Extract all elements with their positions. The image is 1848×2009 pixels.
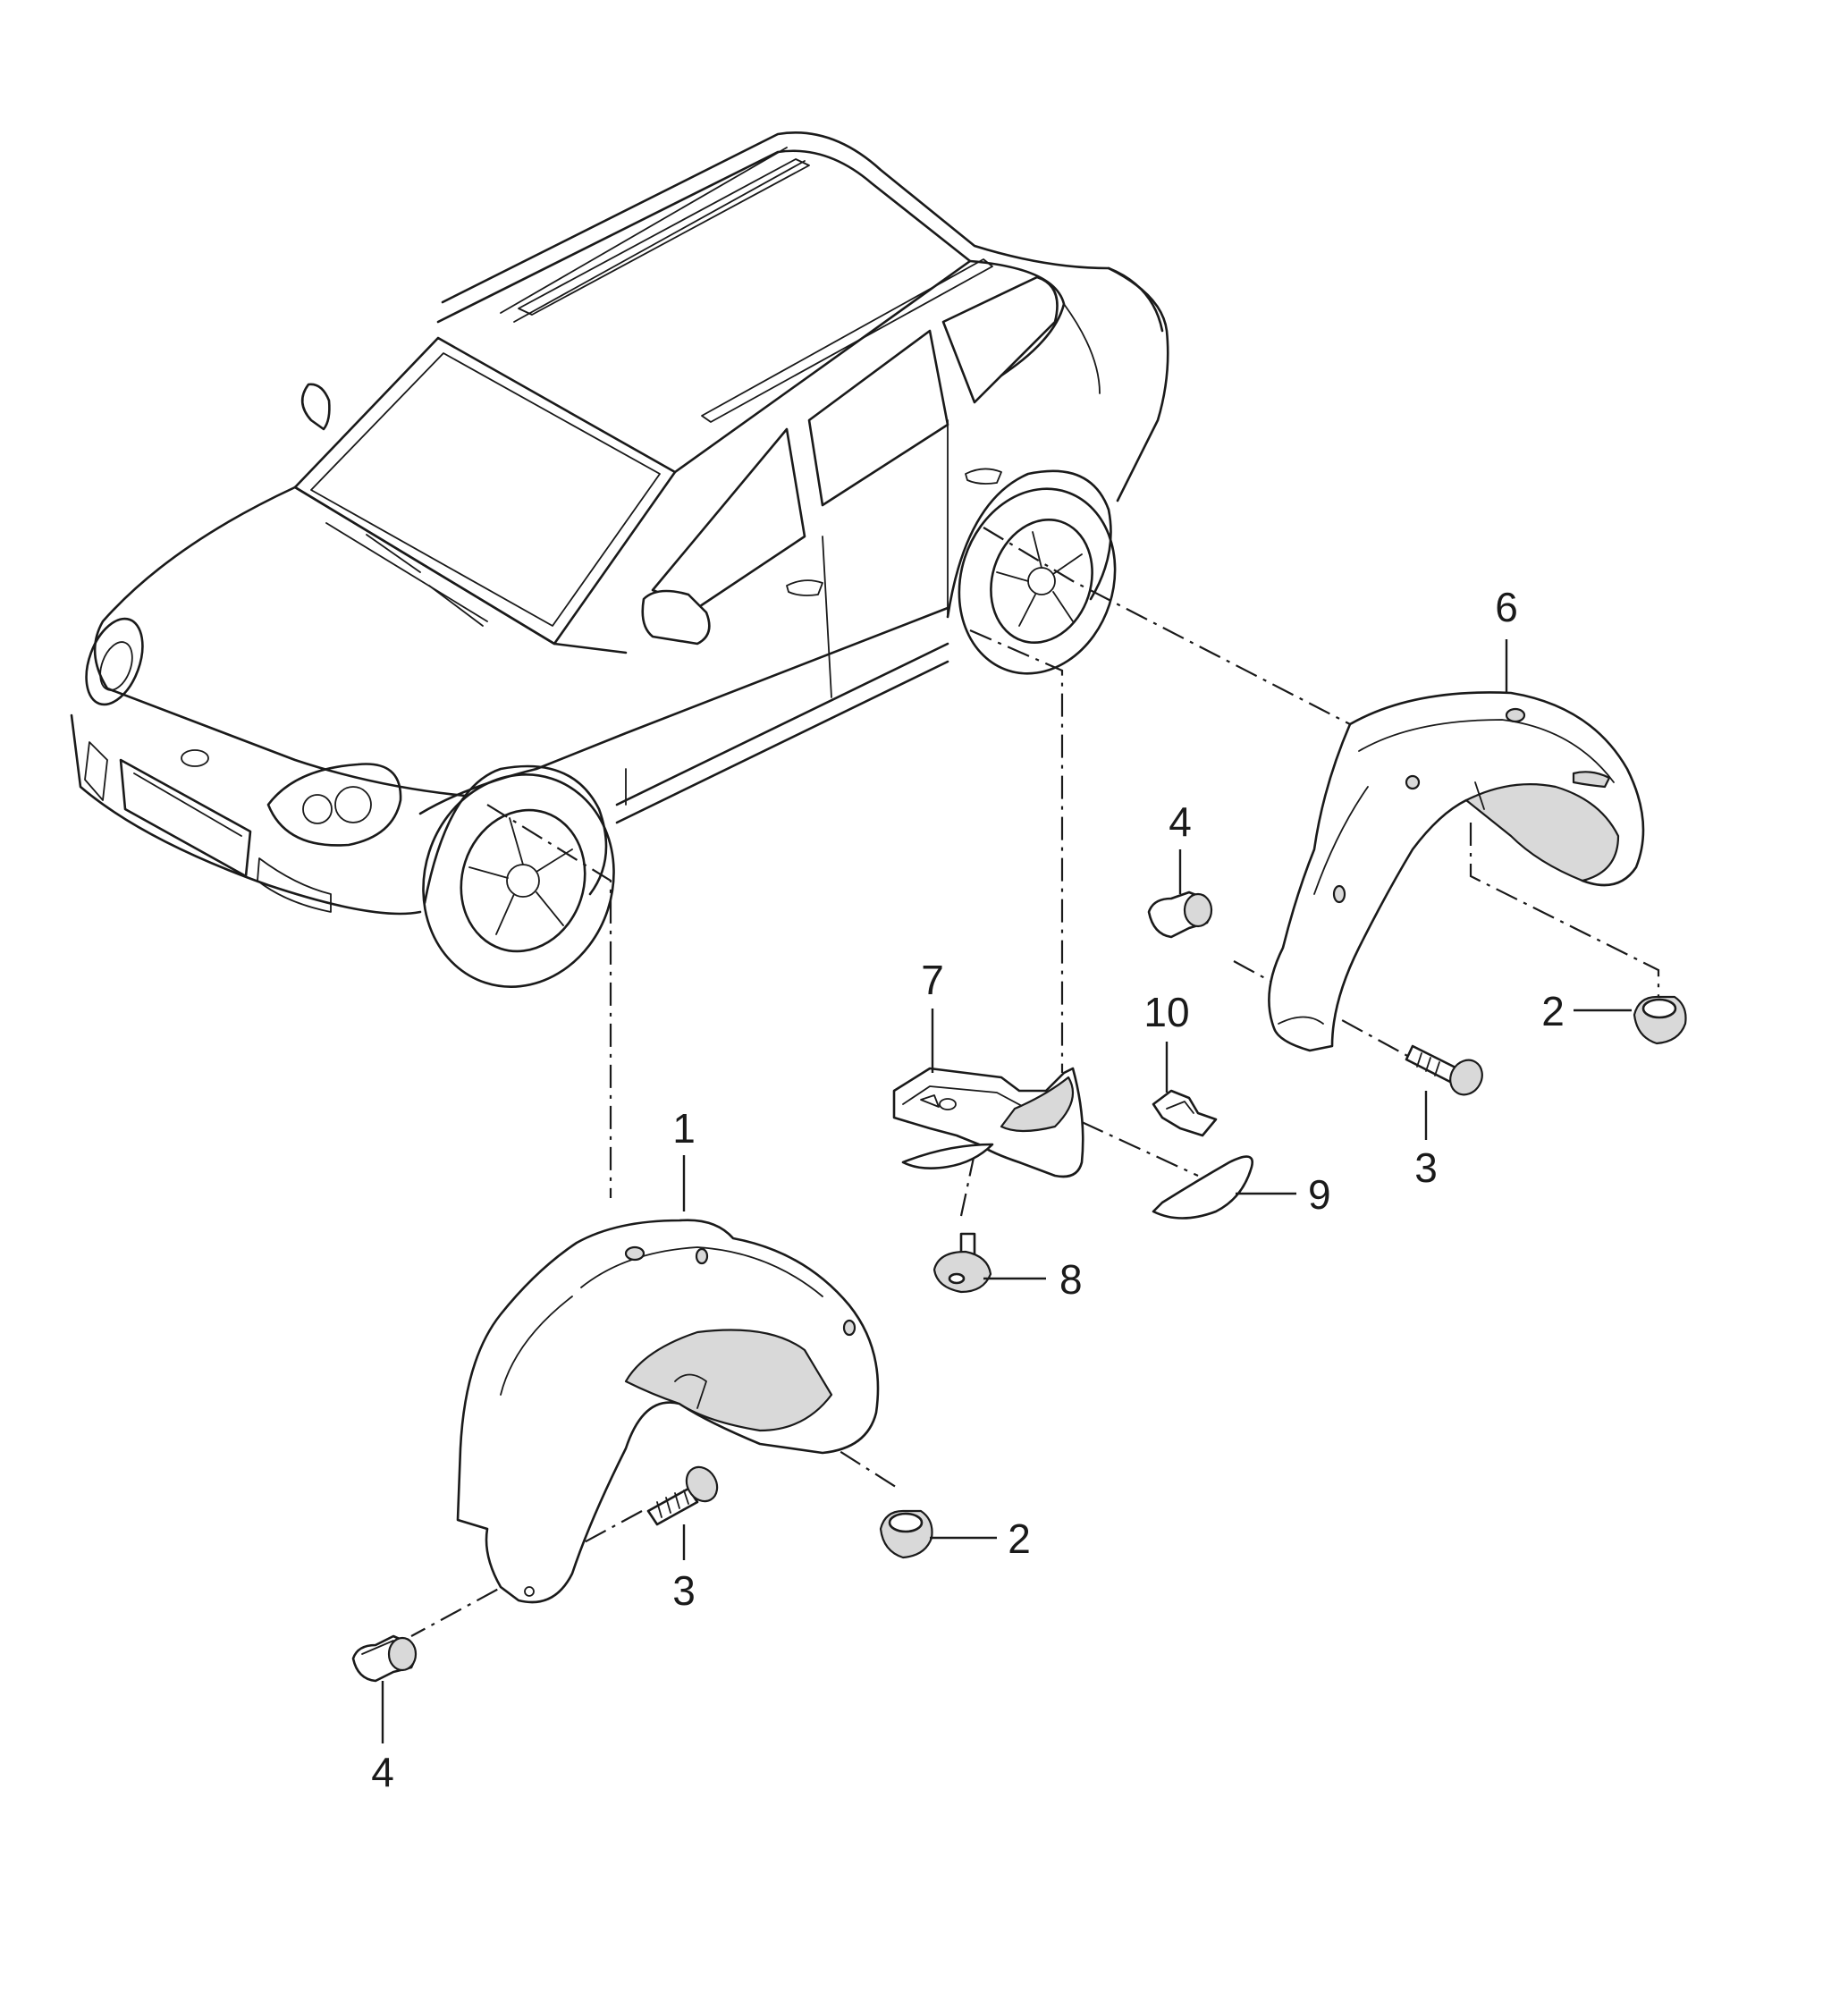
callout-3-lower: 3 (672, 1567, 696, 1614)
expanding-rivet-lower (351, 1634, 418, 1683)
callout-6: 6 (1495, 584, 1518, 630)
expanding-rivet-upper (1147, 891, 1213, 939)
front-wheel-housing-liner (456, 1219, 880, 1604)
callout-8: 8 (1059, 1256, 1083, 1303)
screw-upper (1405, 1044, 1483, 1096)
nut-upper (1633, 995, 1687, 1045)
callout-9: 9 (1308, 1171, 1331, 1218)
screw-lower (646, 1465, 719, 1526)
trim-part-9 (1152, 1155, 1253, 1220)
vehicle-illustration (70, 131, 1169, 988)
rear-wheel-housing-liner (1268, 691, 1645, 1052)
callout-10: 10 (1143, 989, 1189, 1035)
callout-2-upper: 2 (1541, 988, 1565, 1034)
bolt-part-8 (932, 1232, 992, 1294)
callout-4-upper: 4 (1169, 798, 1192, 845)
callout-7: 7 (921, 957, 944, 1003)
bracket-part-7 (892, 1067, 1084, 1178)
callout-2-lower: 2 (1008, 1515, 1031, 1562)
callout-4-lower: 4 (371, 1749, 394, 1795)
clip-part-10 (1152, 1089, 1218, 1137)
nut-lower (879, 1509, 933, 1559)
callout-1: 1 (672, 1105, 696, 1152)
callout-leaders (381, 639, 1632, 1743)
callout-3-upper: 3 (1414, 1144, 1438, 1191)
callout-labels: 1 2 2 3 3 4 4 6 7 8 9 10 (371, 584, 1565, 1795)
